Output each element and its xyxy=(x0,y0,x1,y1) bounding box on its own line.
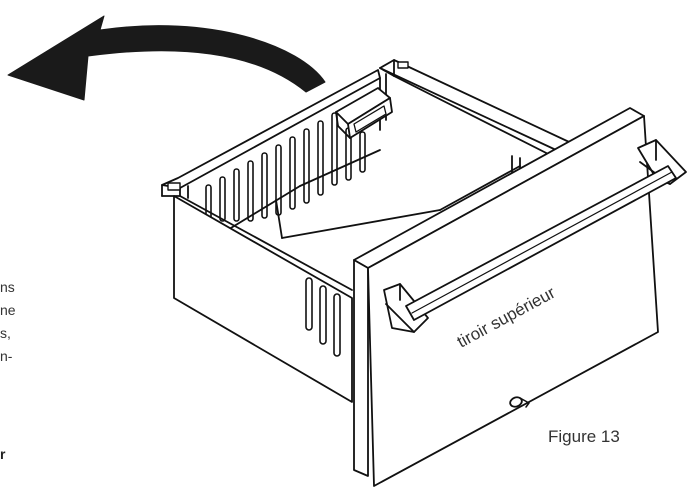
body-text-fragment: n- xyxy=(0,348,13,364)
body-text-fragment: ne xyxy=(0,302,16,318)
body-text-fragment: s, xyxy=(0,325,11,341)
body-text-fragment: r xyxy=(0,446,6,462)
drawer-handle-bar xyxy=(405,165,677,321)
handle-bracket-left xyxy=(383,283,429,333)
right-rim-rail xyxy=(379,59,583,157)
rim-clip-left xyxy=(167,182,181,191)
curved-arrow-left-icon xyxy=(7,15,326,101)
bin-left-wall xyxy=(173,195,353,403)
drawer-bin xyxy=(161,59,583,403)
drawer-front-panel xyxy=(353,107,687,487)
rim-clip-right xyxy=(397,61,409,69)
body-text-fragment: ns xyxy=(0,279,15,295)
side-wall-slots xyxy=(305,277,341,357)
control-display-icon xyxy=(335,87,393,139)
lock-icon xyxy=(509,396,530,408)
back-wall-slots xyxy=(205,112,366,222)
figure-caption: Figure 13 xyxy=(548,427,620,446)
